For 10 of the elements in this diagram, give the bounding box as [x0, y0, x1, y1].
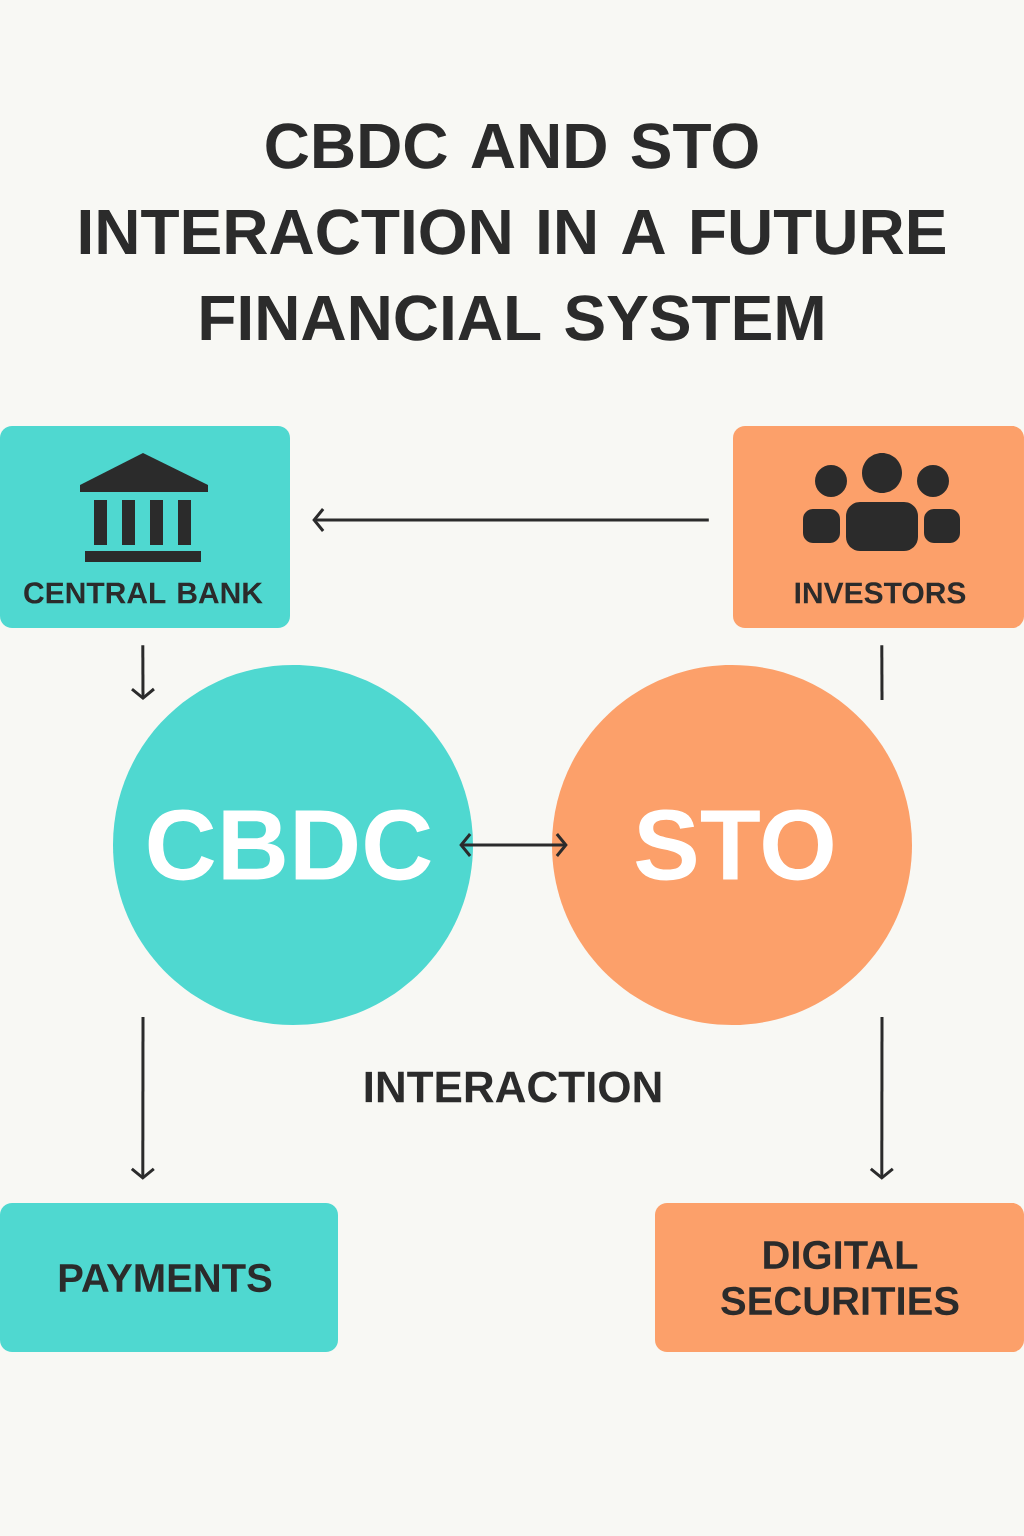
arrow	[312, 508, 709, 532]
arrow	[869, 1017, 894, 1180]
arrow	[130, 1017, 155, 1180]
arrow	[459, 833, 568, 857]
title: CBDC AND STO INTERACTION IN A FUTURE FINANCIAL SYSTEM	[80, 123, 945, 341]
process-box: DIGITAL SECURITIES	[655, 1203, 1024, 1352]
process-box: PAYMENTS	[0, 1203, 338, 1352]
connector-line	[880, 645, 884, 700]
arrow	[131, 645, 155, 700]
diagram-label: INTERACTION	[365, 1071, 661, 1103]
